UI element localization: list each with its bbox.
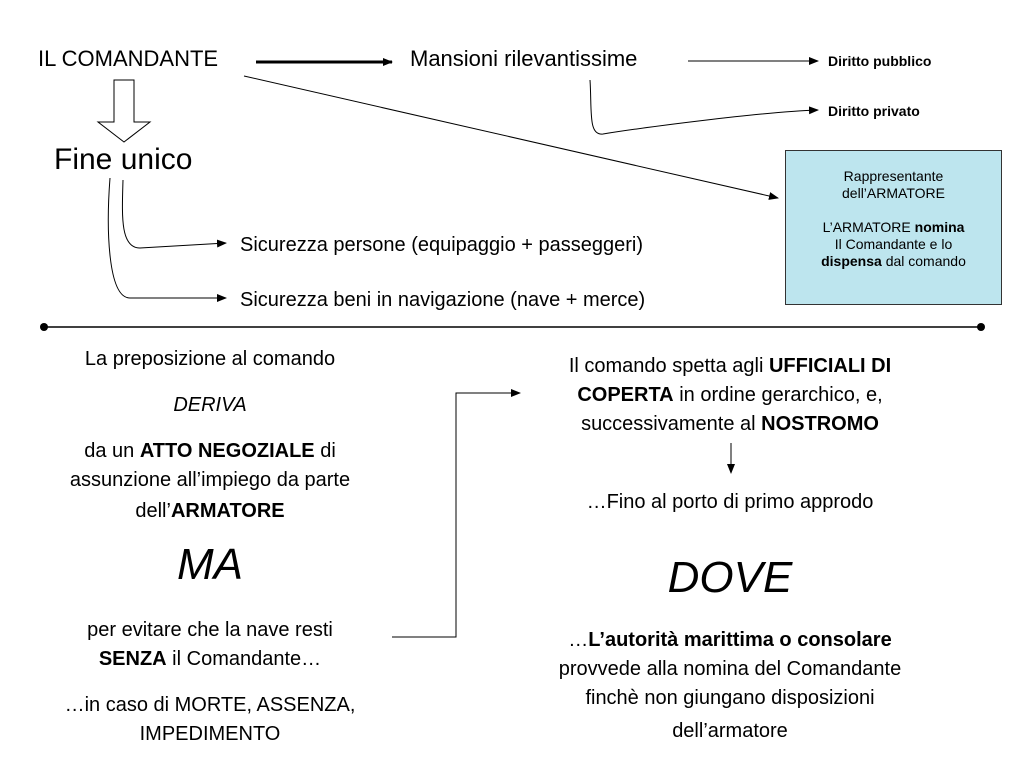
left-atto-negoziale: da un ATTO NEGOZIALE di [10, 438, 410, 464]
right-ufficiali-bold: UFFICIALI DI [768, 355, 892, 377]
right-succ-text: successivamente al [581, 413, 762, 435]
label-diritto-pubblico: Diritto pubblico [828, 53, 932, 69]
right-spetta-text: Il comando spetta agli [568, 355, 769, 377]
left-atto-text-c: di [314, 440, 336, 462]
right-autorita: …L’autorità marittima o consolare [500, 627, 960, 653]
box-dispensa: dispensa [821, 253, 882, 269]
right-coperta-bold: COPERTA [577, 384, 674, 406]
right-armatore: dell’armatore [672, 720, 788, 742]
left-evitare: per evitare che la nave resti [87, 619, 333, 641]
label-fine-unico: Fine unico [54, 143, 193, 176]
left-senza-text: il Comandante… [166, 648, 322, 670]
left-atto-text-a: da un [84, 440, 140, 462]
right-successivamente: successivamente al NOSTROMO [520, 411, 940, 437]
right-fino: …Fino al porto di primo approdo [586, 491, 874, 513]
hollow-down-arrow [96, 79, 152, 143]
elbow-arrow-to-comando [392, 389, 521, 638]
box-line-5-text: dal comando [881, 253, 966, 269]
right-provvede: provvede alla nomina del Comandante [558, 658, 902, 680]
divider-dot-right [977, 323, 985, 331]
left-assunzione: assunzione all’impiego da parte [69, 469, 351, 491]
left-armatore: dell’ARMATORE [10, 498, 410, 524]
label-sicurezza-persone: Sicurezza persone (equipaggio + passegge… [240, 234, 644, 256]
left-armatore-text: dell’ [135, 500, 171, 522]
right-aut-ellipsis: … [568, 629, 589, 651]
right-spetta: Il comando spetta agli UFFICIALI DI [520, 353, 940, 379]
arrow-mansioni-privato [589, 79, 819, 135]
box-line-1: Rappresentante [843, 168, 944, 184]
left-deriva: DERIVA [173, 394, 247, 416]
box-nomina: nomina [914, 219, 965, 235]
box-line-5: dispensa dal comando [786, 253, 1001, 270]
arrow-comandante-box [243, 75, 779, 200]
label-il-comandante: IL COMANDANTE [38, 46, 219, 71]
left-senza: SENZA il Comandante… [10, 646, 410, 672]
left-atto-bold: ATTO NEGOZIALE [139, 440, 315, 462]
box-line-2: dell’ARMATORE [842, 185, 945, 201]
right-dove: DOVE [667, 553, 793, 602]
arrow-fine-beni [107, 177, 227, 302]
box-line-3: L’ARMATORE nomina [786, 219, 1001, 236]
box-rappresentante: Rappresentante dell’ARMATORE L’ARMATORE … [785, 150, 1002, 305]
label-mansioni: Mansioni rilevantissime [410, 46, 638, 71]
right-aut-bold: L’autorità marittima o consolare [588, 629, 892, 651]
box-line-3-text: L’ARMATORE [822, 219, 915, 235]
left-senza-bold: SENZA [98, 648, 167, 670]
right-nostromo-bold: NOSTROMO [761, 413, 879, 435]
left-impedimento: IMPEDIMENTO [139, 723, 281, 745]
right-coperta: COPERTA in ordine gerarchico, e, [520, 382, 940, 408]
label-diritto-privato: Diritto privato [828, 103, 920, 119]
box-line-4: Il Comandante e lo [834, 236, 953, 252]
left-ma: MA [177, 540, 243, 589]
right-finche: finchè non giungano disposizioni [585, 687, 875, 709]
divider-dot-left [40, 323, 48, 331]
label-sicurezza-beni: Sicurezza beni in navigazione (nave + me… [240, 289, 646, 311]
left-caso: …in caso di MORTE, ASSENZA, [64, 694, 356, 716]
left-armatore-bold: ARMATORE [170, 500, 285, 522]
left-preposizione: La preposizione al comando [84, 348, 336, 370]
arrow-fine-persone [121, 179, 227, 249]
right-coperta-text: in ordine gerarchico, e, [673, 384, 883, 406]
